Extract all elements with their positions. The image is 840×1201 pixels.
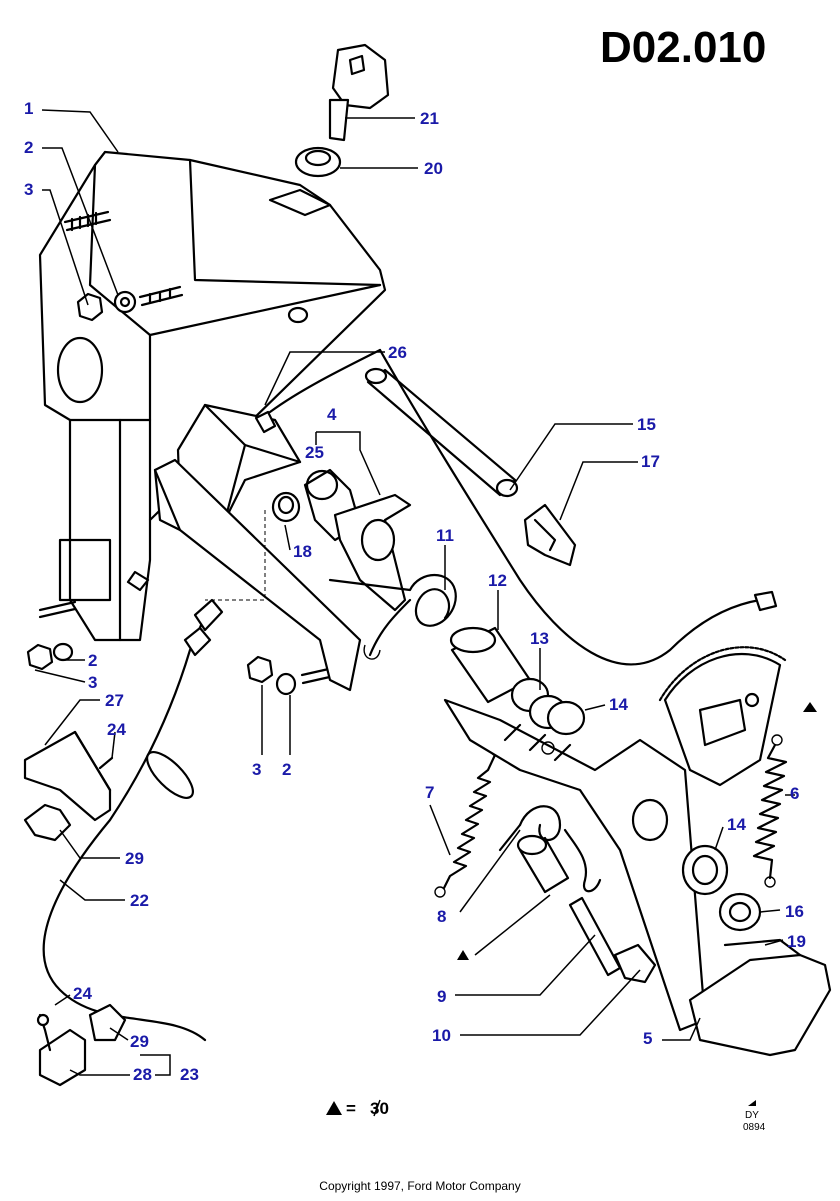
cable-bracket-lower <box>36 1003 127 1087</box>
callout-24: 24 <box>107 720 126 739</box>
spring-sleeve <box>516 834 570 894</box>
callout-14: 14 <box>609 695 628 714</box>
stoplamp-switch <box>328 43 390 142</box>
callout-11: 11 <box>436 526 454 545</box>
torsion-spring-upper <box>328 574 457 660</box>
tension-spring <box>752 734 788 888</box>
sensor-wire <box>378 348 778 666</box>
callout-28: 28 <box>133 1065 152 1084</box>
clutch-cable <box>42 598 224 1042</box>
callout-2-middle: 2 <box>282 760 291 779</box>
cable-bracket-upper <box>23 730 114 842</box>
callout-labels: 1 2 3 21 20 26 4 25 15 17 18 11 12 13 14… <box>24 99 806 1084</box>
callout-17: 17 <box>641 452 660 471</box>
pivot-pin <box>271 491 301 523</box>
brake-pedal-lever <box>153 458 362 692</box>
callout-9: 9 <box>437 987 446 1006</box>
pivot-sleeve <box>449 626 532 704</box>
callout-4: 4 <box>327 405 337 424</box>
triangle-icon <box>803 702 817 712</box>
svg-text:=: = <box>346 1099 356 1118</box>
leader-lines <box>34 109 795 1076</box>
callout-22: 22 <box>130 891 149 910</box>
callout-21: 21 <box>420 109 439 128</box>
triangle-icon <box>457 950 469 960</box>
clutch-pedal-lower <box>443 698 707 1032</box>
callout-25: 25 <box>305 443 324 462</box>
callout-3-middle: 3 <box>252 760 261 779</box>
callout-10: 10 <box>432 1026 451 1045</box>
code-line-2: 0894 <box>743 1122 766 1133</box>
callout-20: 20 <box>424 159 443 178</box>
callout-29-lower: 29 <box>130 1032 149 1051</box>
legend-triangle-key: = 30 <box>326 1099 389 1118</box>
pedal-pad <box>688 938 832 1057</box>
callout-13: 13 <box>530 629 549 648</box>
switch-grommet <box>294 146 342 178</box>
spring-pin <box>568 896 622 977</box>
callout-2: 2 <box>24 138 33 157</box>
callout-19: 19 <box>787 932 806 951</box>
code-line-1: DY <box>745 1110 759 1121</box>
lower-left-stud-nut <box>26 600 77 671</box>
middle-stud-nut <box>246 655 345 696</box>
callout-6: 6 <box>790 784 799 803</box>
callout-29: 29 <box>125 849 144 868</box>
callout-15: 15 <box>637 415 656 434</box>
corner-code: DY 0894 <box>743 1100 766 1133</box>
callout-7: 7 <box>425 783 434 802</box>
clutch-pedal-upper <box>333 493 412 612</box>
callout-27: 27 <box>105 691 124 710</box>
copyright-notice: Copyright 1997, Ford Motor Company <box>319 1179 521 1193</box>
callout-23: 23 <box>180 1065 199 1084</box>
return-spring <box>434 743 504 898</box>
quadrant-gear-sector <box>658 646 817 787</box>
callout-8: 8 <box>437 907 446 926</box>
callout-16: 16 <box>785 902 804 921</box>
pedal-bush-ring <box>681 844 729 896</box>
pin-clip <box>613 943 657 984</box>
spacer-tube <box>364 367 519 498</box>
triangle-icon <box>326 1101 342 1115</box>
callout-14-lower: 14 <box>727 815 746 834</box>
legend-value: 30 <box>370 1099 389 1118</box>
pedal-bracket-housing <box>38 150 387 642</box>
callout-18: 18 <box>293 542 312 561</box>
callout-2-lower: 2 <box>88 651 97 670</box>
callout-1: 1 <box>24 99 33 118</box>
callout-24-lower: 24 <box>73 984 92 1003</box>
callout-5: 5 <box>643 1029 652 1048</box>
upper-studs-nuts <box>63 210 184 322</box>
retaining-clip <box>523 503 577 567</box>
callout-12: 12 <box>488 571 507 590</box>
callout-3-lower: 3 <box>88 673 97 692</box>
callout-26: 26 <box>388 343 407 362</box>
diagram-reference: D02.010 <box>600 23 766 72</box>
bush-rings <box>510 677 586 736</box>
callout-3: 3 <box>24 180 33 199</box>
pedal-washer <box>718 892 762 932</box>
